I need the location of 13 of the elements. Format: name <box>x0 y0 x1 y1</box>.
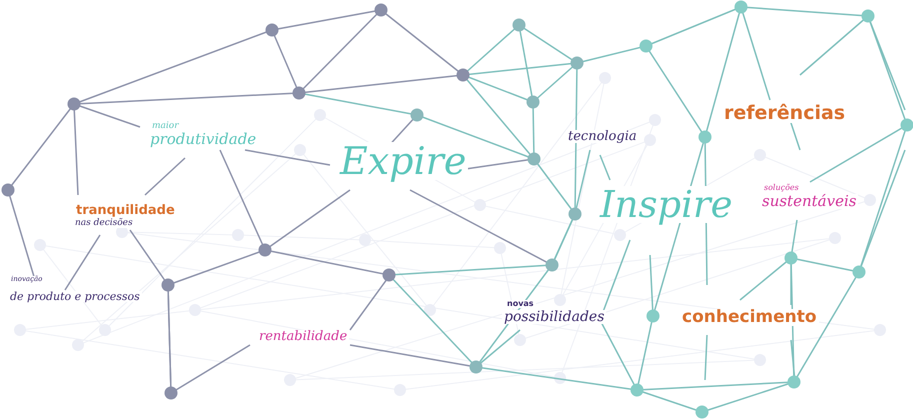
keyword-text: produtividade <box>148 132 258 147</box>
keyword-text: conhecimento <box>680 309 819 326</box>
keyword-text: rentabilidade <box>257 330 350 343</box>
keyword-text: maior <box>150 122 180 131</box>
keyword-text: nas decisões <box>73 219 135 228</box>
keyword-text: tranquilidade <box>74 204 177 217</box>
keyword-text: soluções <box>762 184 801 192</box>
keyword-text: novas <box>505 300 536 308</box>
keyword-text: Expire <box>338 142 468 180</box>
keyword-text: sustentáveis <box>760 194 858 209</box>
keyword-text: possibilidades <box>502 310 606 324</box>
keyword-text: tecnologia <box>566 130 639 143</box>
keyword-text: de produto e processos <box>8 291 142 302</box>
